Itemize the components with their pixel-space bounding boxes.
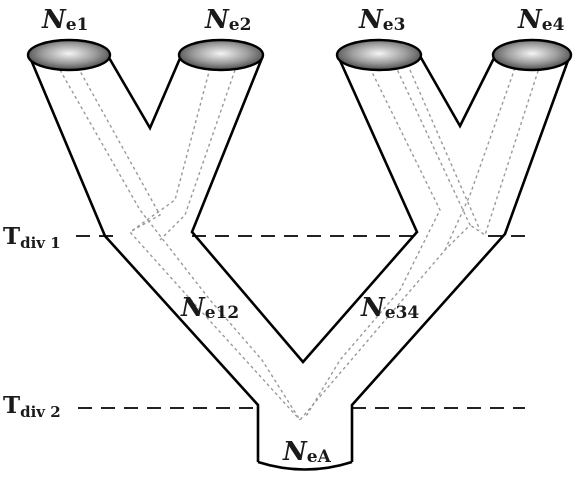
tree-bottom-edge xyxy=(257,460,353,471)
cap-e2 xyxy=(177,38,265,72)
population-labels: Ne1 Ne2 Ne3 Ne4 Ne12 Ne34 NeA xyxy=(41,5,565,467)
lineage-path xyxy=(299,64,471,421)
label-ne34: Ne34 xyxy=(360,293,419,323)
tree-right-edge xyxy=(350,54,572,462)
tree-inner-left xyxy=(106,55,183,131)
tree-inner-right xyxy=(418,55,497,129)
time-lines xyxy=(76,235,525,409)
lineage-path xyxy=(59,69,301,421)
tube-caps xyxy=(26,38,573,72)
label-ne12: Ne12 xyxy=(180,293,239,323)
label-ne3: Ne3 xyxy=(358,5,405,35)
label-ne2: Ne2 xyxy=(204,5,251,35)
tree-inner-middle xyxy=(190,55,419,364)
species-tree-outline xyxy=(27,54,572,471)
label-tdiv1: Tdiv 1 xyxy=(3,223,61,252)
label-ne1: Ne1 xyxy=(41,5,88,35)
tree-left-edge xyxy=(27,54,260,462)
lineage-path xyxy=(444,67,516,251)
lineage-path xyxy=(304,67,441,419)
label-neA: NeA xyxy=(282,437,332,467)
lineage-path xyxy=(74,61,301,421)
label-tdiv2: Tdiv 2 xyxy=(3,392,61,421)
lineage-path xyxy=(129,67,211,233)
cap-e3 xyxy=(335,38,423,72)
gene-lineages xyxy=(59,61,541,421)
lineage-path xyxy=(469,64,541,237)
cap-e4 xyxy=(491,38,573,72)
lineage-path xyxy=(159,69,236,241)
label-ne4: Ne4 xyxy=(517,5,565,35)
time-labels: Tdiv 1 Tdiv 2 xyxy=(3,223,61,421)
cap-e1 xyxy=(26,38,112,72)
lineage-path xyxy=(409,69,481,231)
